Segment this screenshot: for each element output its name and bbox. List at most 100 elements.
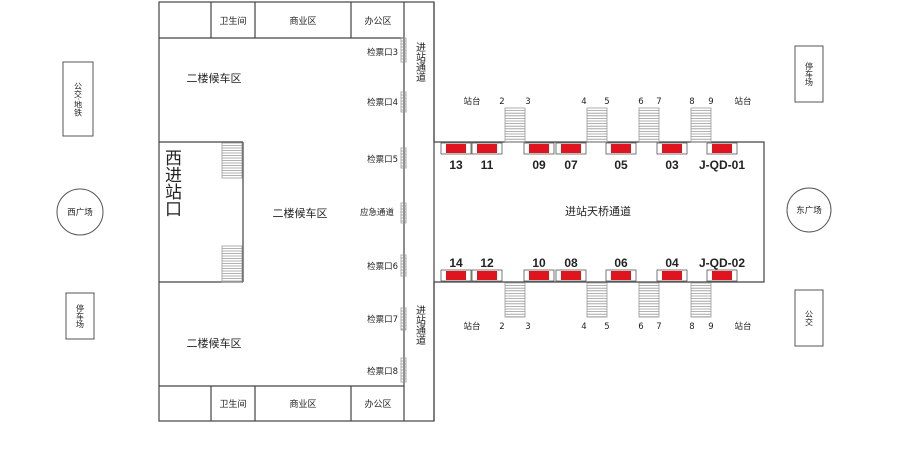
platform-top-label-9: 站台 (734, 96, 751, 107)
gate-turnstile-4 (400, 254, 407, 277)
building-outline (158, 1, 435, 422)
platform-top-label-6: 7 (656, 97, 661, 107)
ad-board-top-1: 11 (471, 142, 503, 172)
platform-stair-top-3 (690, 107, 712, 143)
parking-east-label: 停车场 (805, 61, 814, 87)
ad-board-bottom-number-1: 12 (480, 256, 494, 270)
west-entrance-label: 西进站口 (161, 149, 182, 217)
ad-board-bottom-number-0: 14 (449, 256, 463, 270)
waiting-area-middle-label: 二楼候车区 (273, 206, 328, 220)
platform-top-label-4: 5 (604, 97, 609, 107)
ad-board-top-3: 07 (555, 142, 587, 172)
ad-board-top-2: 09 (523, 142, 555, 172)
platform-bottom-label-0: 站台 (463, 321, 480, 332)
ad-board-top-number-3: 07 (564, 158, 578, 172)
platform-top-label-5: 6 (638, 97, 643, 107)
ad-board-top-number-2: 09 (532, 158, 546, 172)
platform-stairs (504, 107, 712, 318)
gate-4-label: 检票口4 (367, 97, 398, 108)
waiting-area-upper-label: 二楼候车区 (187, 71, 242, 85)
west-stair-upper (221, 142, 243, 179)
gate-6-label: 检票口6 (367, 261, 398, 272)
platform-stair-bottom-1 (586, 282, 608, 318)
gate-3-label: 检票口3 (367, 47, 398, 58)
gate-turnstile-2 (400, 147, 407, 169)
bottom-commercial-label: 商业区 (289, 398, 316, 410)
parking-west-box (65, 292, 95, 340)
bottom-restroom-label: 卫生间 (219, 398, 246, 410)
ad-board-bottom-number-2: 10 (532, 256, 546, 270)
ad-board-top-number-4: 05 (614, 158, 628, 172)
ad-board-top-number-5: 03 (665, 158, 679, 172)
ad-board-top-6: J-QD-01 (699, 142, 745, 172)
bus-metro-label: 公交·地铁 (74, 82, 83, 118)
platform-stair-top-2 (638, 107, 660, 143)
ad-board-top-0: 13 (440, 142, 472, 172)
west-square-label: 西广场 (67, 207, 93, 218)
ad-board-top-number-6: J-QD-01 (699, 158, 745, 172)
bottom-office-label: 办公区 (364, 398, 391, 410)
top-restroom-label: 卫生间 (219, 15, 246, 27)
ad-board-bottom-number-4: 06 (614, 256, 628, 270)
platform-stair-top-0 (504, 107, 526, 143)
bridge-corridor-label: 进站天桥通道 (565, 204, 631, 218)
gate-turnstile-6 (400, 357, 407, 383)
parking-west-label: 停车场 (76, 303, 85, 329)
ad-board-bottom-2: 10 (523, 256, 555, 282)
parking-east-box (794, 45, 824, 103)
platform-stair-bottom-2 (638, 282, 660, 318)
platform-bottom-label-2: 3 (525, 322, 530, 332)
platform-stair-bottom-3 (690, 282, 712, 318)
gate-turnstile-0 (400, 37, 407, 63)
ad-board-bottom-3: 08 (555, 256, 587, 282)
platform-bottom-label-5: 6 (638, 322, 643, 332)
ad-board-top-4: 05 (605, 142, 637, 172)
emergency-exit-label: 应急通道 (360, 207, 395, 218)
platform-top-labels: 站台 2 3 4 5 6 7 8 9 站台 (463, 96, 751, 107)
platform-bottom-label-6: 7 (656, 322, 661, 332)
platform-top-label-7: 8 (689, 97, 694, 107)
platform-top-label-8: 9 (708, 97, 713, 107)
ad-board-top-5: 03 (656, 142, 688, 172)
ad-board-bottom-number-5: 04 (665, 256, 679, 270)
gate-turnstile-1 (400, 91, 407, 113)
ad-board-bottom-1: 12 (471, 256, 503, 282)
ad-board-top-number-0: 13 (449, 158, 463, 172)
platform-top-label-0: 站台 (463, 96, 480, 107)
platform-bottom-label-3: 4 (581, 322, 586, 332)
platform-top-label-2: 3 (525, 97, 530, 107)
ad-board-bottom-5: 04 (656, 256, 688, 282)
ad-boards-bottom: 14 12 10 08 06 04 J-QD-02 (440, 256, 745, 282)
gate-turnstiles (400, 37, 407, 383)
west-stair-lower (221, 245, 243, 283)
gate-5-label: 检票口5 (367, 154, 398, 165)
gate-turnstile-3 (400, 202, 407, 224)
west-entrance-stair-lower (221, 245, 243, 283)
bus-east-box (794, 289, 824, 347)
platform-bottom-label-4: 5 (604, 322, 609, 332)
top-commercial-label: 商业区 (289, 15, 316, 27)
bridge-corridor-top (433, 2, 765, 421)
platform-top-label-1: 2 (499, 97, 504, 107)
platform-bottom-label-1: 2 (499, 322, 504, 332)
ad-board-bottom-number-6: J-QD-02 (699, 256, 745, 270)
bus-metro-box (62, 61, 94, 137)
platform-stair-bottom-0 (504, 282, 526, 318)
ad-board-bottom-6: J-QD-02 (699, 256, 745, 282)
ad-board-top-number-1: 11 (481, 158, 494, 172)
ad-board-bottom-4: 06 (605, 256, 637, 282)
platform-top-label-3: 4 (581, 97, 586, 107)
ad-board-bottom-number-3: 08 (564, 256, 578, 270)
platform-bottom-label-9: 站台 (734, 321, 751, 332)
ad-boards-top: 13 11 09 07 05 03 J-QD-01 (440, 142, 745, 172)
waiting-area-lower-label: 二楼候车区 (187, 336, 242, 350)
west-square-circle (56, 188, 104, 236)
gate-7-label: 检票口7 (367, 314, 398, 325)
east-square-label: 东广场 (796, 205, 822, 216)
gate-turnstile-5 (400, 307, 407, 331)
top-office-label: 办公区 (364, 15, 391, 27)
gate-8-label: 检票口8 (367, 366, 398, 377)
east-square-circle (786, 187, 832, 233)
